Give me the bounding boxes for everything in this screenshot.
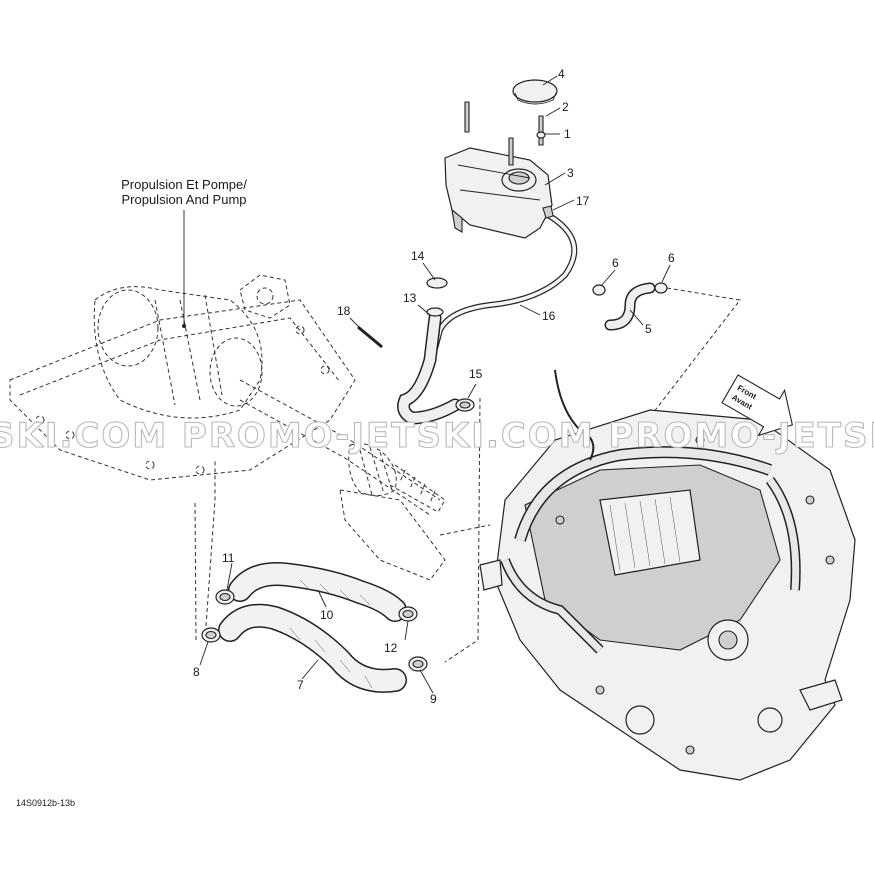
callout-16: 16 bbox=[542, 309, 556, 323]
callout-6b: 6 bbox=[668, 251, 675, 265]
hose-clamp-8 bbox=[201, 627, 221, 643]
hose-5 bbox=[604, 282, 656, 331]
callout-4: 4 bbox=[558, 67, 565, 81]
hose-10 bbox=[228, 562, 407, 622]
callout-11: 11 bbox=[222, 551, 235, 565]
callout-10: 10 bbox=[320, 608, 334, 622]
propulsion-pump-assembly bbox=[9, 274, 446, 581]
reservoir-cap bbox=[512, 79, 558, 105]
callout-leaders bbox=[199, 75, 671, 694]
hose-7 bbox=[218, 603, 407, 693]
watermark: SKI.COM PROMO-JETSKI.COM PROMO-JETSKI.CO… bbox=[0, 416, 874, 456]
callout-13: 13 bbox=[403, 291, 417, 305]
callout-numbers: 1 2 3 4 5 6 6 7 8 9 10 11 12 13 14 15 16… bbox=[193, 67, 675, 706]
callout-7: 7 bbox=[297, 678, 304, 692]
callout-3: 3 bbox=[567, 166, 574, 180]
pin-18 bbox=[357, 325, 383, 349]
callout-12: 12 bbox=[384, 641, 398, 655]
hose-clamp-11 bbox=[215, 589, 235, 605]
callout-15: 15 bbox=[469, 367, 483, 381]
engine-block bbox=[479, 369, 856, 781]
reference-label-line-1: Propulsion Et Pompe/ bbox=[121, 177, 247, 192]
hose-clamp-6b bbox=[654, 282, 668, 294]
callout-1: 1 bbox=[564, 127, 571, 141]
document-id: 14S0912b-13b bbox=[16, 798, 75, 808]
callout-5: 5 bbox=[645, 322, 652, 336]
hose-clamp-14 bbox=[426, 277, 448, 289]
hose-clamp-9 bbox=[408, 656, 428, 672]
callout-6a: 6 bbox=[612, 256, 619, 270]
callout-18: 18 bbox=[337, 304, 351, 318]
callout-17: 17 bbox=[576, 194, 590, 208]
coolant-reservoir bbox=[444, 147, 553, 239]
callout-9: 9 bbox=[430, 692, 437, 706]
reference-label-line-2: Propulsion And Pump bbox=[121, 192, 246, 207]
callout-8: 8 bbox=[193, 665, 200, 679]
callout-14: 14 bbox=[411, 249, 425, 263]
hose-clamp-6a bbox=[592, 284, 606, 296]
overflow-hose bbox=[429, 212, 578, 363]
callout-2: 2 bbox=[562, 100, 569, 114]
reservoir-screws bbox=[464, 101, 546, 166]
front-direction-arrow: Front Avant bbox=[721, 374, 794, 437]
hose-clamp-15 bbox=[455, 398, 475, 412]
vent-hose bbox=[397, 307, 462, 425]
hose-clamp-12 bbox=[398, 606, 418, 622]
fitting-17 bbox=[542, 205, 554, 219]
